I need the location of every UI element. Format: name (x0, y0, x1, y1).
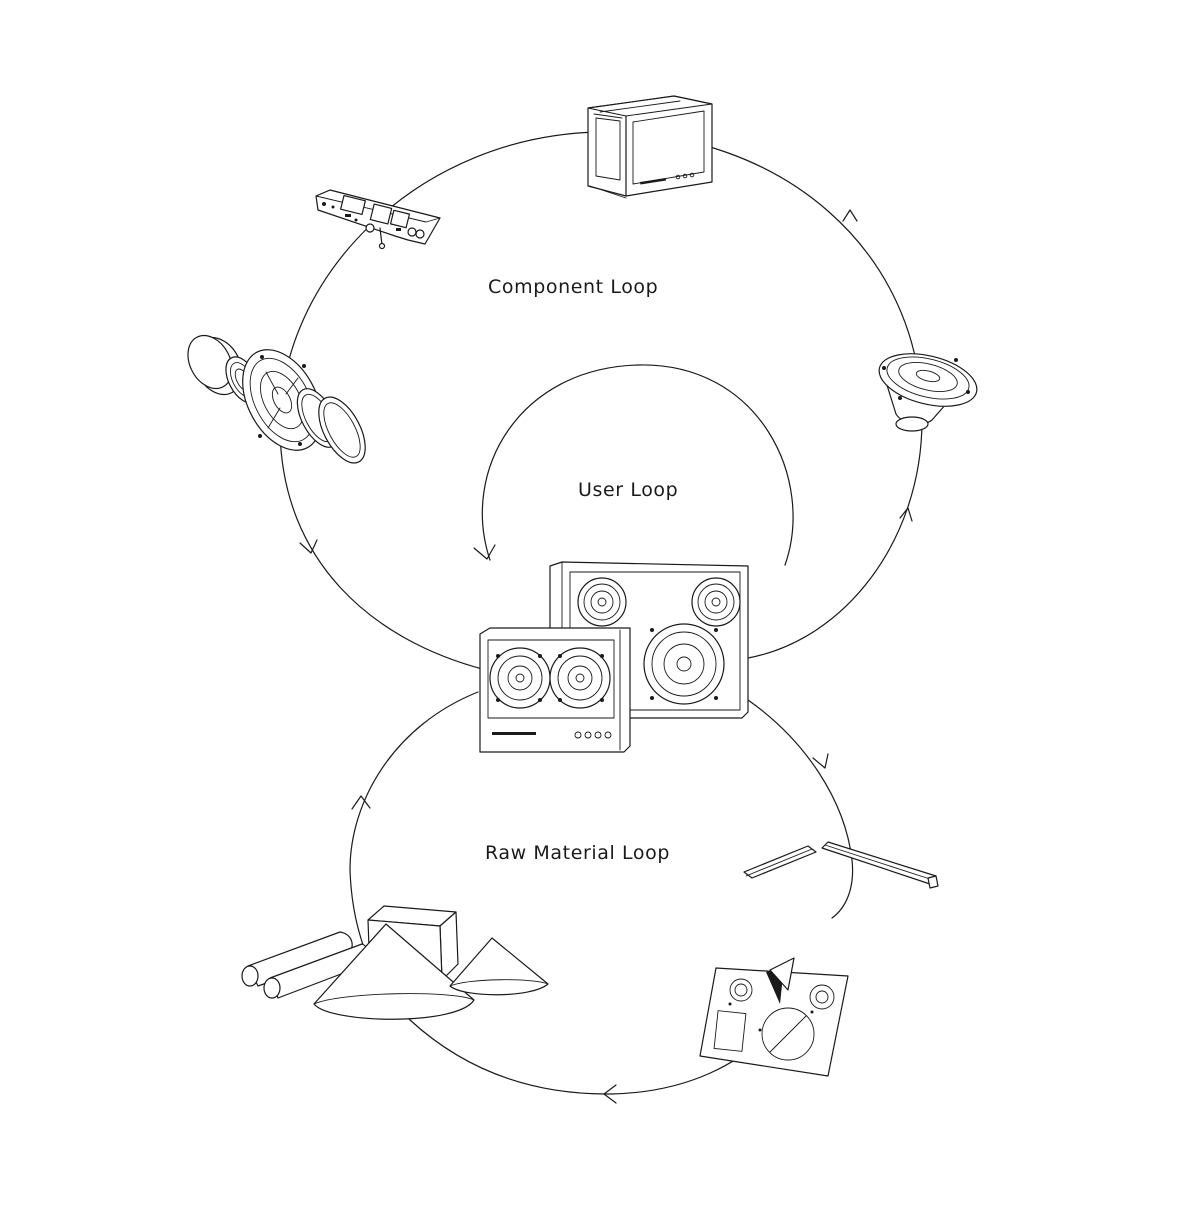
arrow-icon (842, 209, 858, 222)
arrow-icon (899, 507, 913, 522)
arrow-icon (351, 795, 371, 810)
component-loop-label: Component Loop (488, 276, 658, 298)
speaker-enclosure-frame-icon (587, 95, 713, 199)
arrow-icon (812, 753, 829, 769)
speaker-pair-icon (479, 561, 749, 753)
arrow-icon (299, 539, 318, 554)
user-loop-label: User Loop (578, 479, 678, 501)
speaker-driver-icon (878, 353, 978, 432)
circuit-board-icon (315, 189, 441, 250)
cut-sheet-panel-icon (699, 957, 849, 1077)
small-speaker-icon (479, 627, 631, 753)
user-loop-path (481, 364, 794, 566)
raw-material-loop-label: Raw Material Loop (485, 842, 670, 864)
raw-material-loop-path (349, 691, 854, 1095)
arrow-icon (603, 1084, 617, 1104)
raw-materials-pile-icon (241, 905, 549, 1020)
exploded-speaker-driver-icon (187, 334, 366, 464)
arrow-icon (473, 544, 496, 560)
extruded-profile-rods-icon (743, 841, 939, 889)
